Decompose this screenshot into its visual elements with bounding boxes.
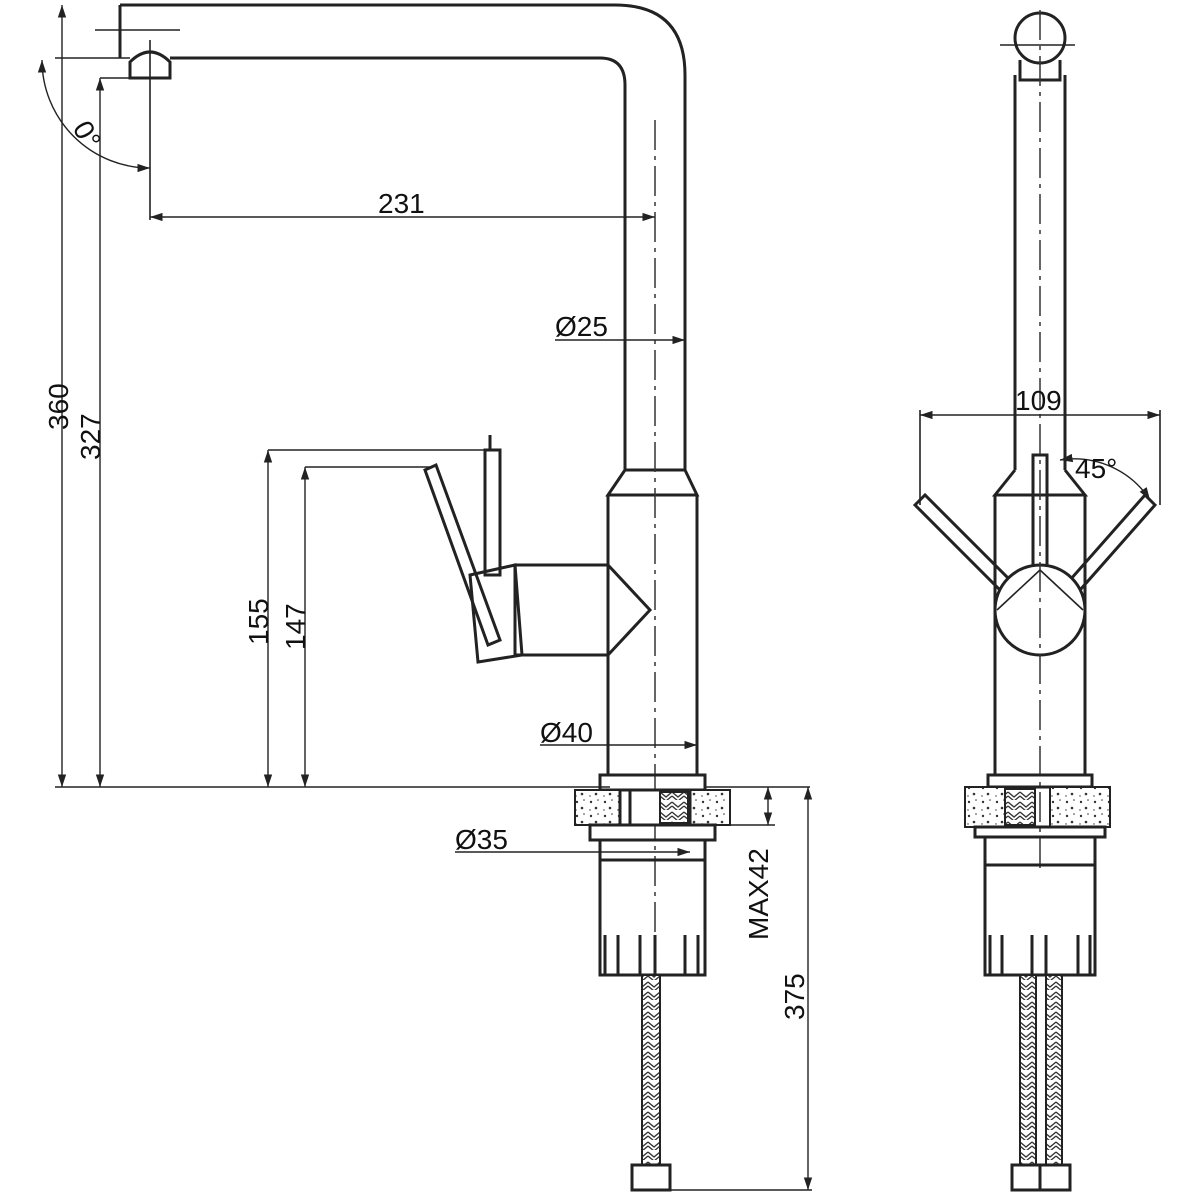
spout-inner bbox=[170, 56, 627, 470]
handle-height-label: 155 bbox=[243, 598, 274, 645]
max-countertop-label: MAX42 bbox=[743, 848, 774, 940]
tube-diameter-label: Ø25 bbox=[555, 311, 608, 342]
handle-angle-label: 45° bbox=[1075, 453, 1117, 484]
spout-reach-label: 231 bbox=[378, 188, 425, 219]
shank-diameter-label: Ø35 bbox=[455, 824, 508, 855]
body bbox=[606, 495, 699, 775]
spout-outline bbox=[120, 3, 687, 470]
handle-lever bbox=[423, 462, 502, 647]
total-height-label: 360 bbox=[43, 383, 74, 430]
lever-right bbox=[1067, 492, 1158, 593]
handle-width-label: 109 bbox=[1015, 385, 1062, 416]
shank bbox=[598, 840, 707, 977]
angle-label: 0° bbox=[67, 116, 107, 155]
side-view: 0° 231 Ø25 360 327 155 147 Ø40 Ø35 MAX42… bbox=[37, 3, 813, 1192]
below-counter-label: 375 bbox=[779, 973, 810, 1020]
front-view: 109 45° bbox=[912, 10, 1161, 1192]
spout-height-label: 327 bbox=[75, 413, 106, 460]
handle-height-2-label: 147 bbox=[280, 603, 311, 650]
body-diameter-label: Ø40 bbox=[540, 717, 593, 748]
hose bbox=[641, 974, 661, 1166]
handle-hub bbox=[513, 563, 653, 657]
